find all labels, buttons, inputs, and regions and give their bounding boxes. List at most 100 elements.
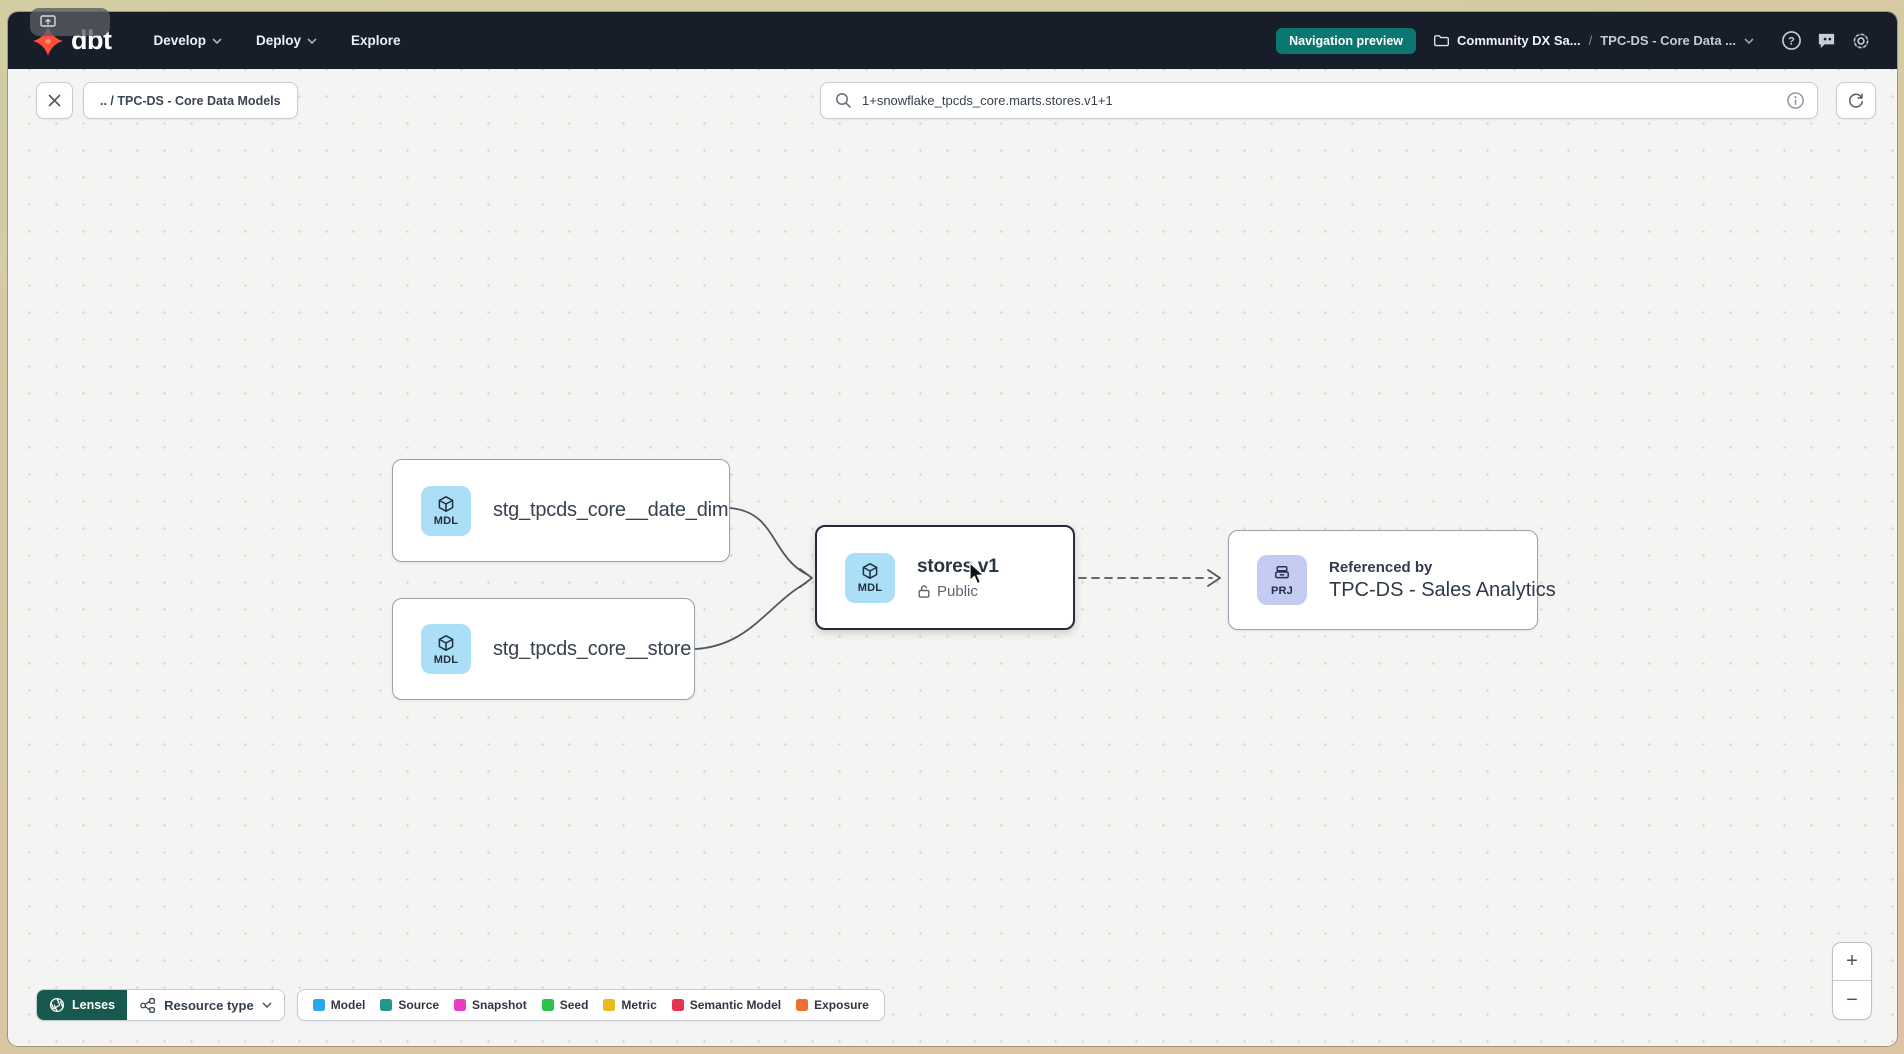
top-navbar: dbt Develop Deploy Explore Navigation pr… — [8, 12, 1897, 69]
resource-chip-label: PRJ — [1271, 584, 1293, 597]
legend-label: Metric — [621, 998, 657, 1012]
chevron-down-icon — [212, 37, 222, 44]
node-text-block: stores.v1 Public — [917, 556, 999, 600]
resource-chip-label: MDL — [433, 515, 459, 527]
legend-swatch — [671, 999, 684, 1011]
lineage-selector-box — [820, 82, 1818, 119]
resource-type-button[interactable]: Resource type — [127, 990, 284, 1020]
archive-icon — [1275, 565, 1289, 578]
refresh-icon — [1849, 92, 1864, 108]
legend-pill: Model Source Snapshot Seed Metric Semantic Mo… — [296, 989, 885, 1021]
node-label: TPC-DS - Sales Analytics — [1329, 578, 1556, 601]
edge-store-to-stores — [694, 582, 807, 650]
resource-graph-icon — [140, 997, 156, 1013]
close-icon — [48, 94, 61, 107]
project-resource-chip: PRJ — [1257, 555, 1307, 605]
selector-input[interactable] — [862, 93, 1776, 108]
node-label: stg_tpcds_core__store — [493, 637, 692, 660]
legend-swatch — [541, 999, 554, 1011]
legend-swatch — [454, 999, 467, 1011]
legend-item: Metric — [603, 998, 657, 1012]
node-tpcds-sales-analytics[interactable]: PRJ Referenced by TPC-DS - Sales Analyti… — [1228, 530, 1556, 630]
model-resource-chip: MDL — [421, 624, 471, 674]
model-resource-chip: MDL — [845, 552, 895, 603]
legend-item: Source — [380, 998, 439, 1012]
menu-explore[interactable]: Explore — [351, 33, 401, 48]
cube-icon — [438, 634, 454, 651]
node-label: stg_tpcds_core__date_dim — [493, 499, 729, 521]
cube-icon — [862, 563, 878, 579]
lenses-label: Lenses — [72, 998, 116, 1012]
menu-deploy[interactable]: Deploy — [256, 33, 317, 48]
lens-aperture-icon — [49, 997, 65, 1013]
dbt-cloud-window: dbt Develop Deploy Explore Navigation pr… — [8, 12, 1897, 1046]
zoom-in-button[interactable]: + — [1833, 943, 1871, 981]
lineage-toolbar: .. / TPC-DS - Core Data Models — [8, 82, 1897, 119]
legend-label: Model — [330, 998, 366, 1012]
lenses-button[interactable]: Lenses — [37, 990, 128, 1020]
node-access: Public — [917, 583, 999, 600]
refresh-lineage-button[interactable] — [1836, 82, 1876, 119]
legend-label: Snapshot — [472, 998, 527, 1012]
zoom-controls: + − — [1832, 942, 1872, 1020]
edge-arrowhead — [1207, 569, 1221, 587]
navigation-preview-badge[interactable]: Navigation preview — [1276, 27, 1417, 54]
legend-label: Seed — [559, 998, 589, 1012]
legend-label: Semantic Model — [689, 998, 782, 1012]
breadcrumb-page[interactable]: TPC-DS - Core Data ... — [1600, 33, 1736, 48]
edge-arrowhead — [799, 568, 813, 588]
search-icon — [836, 93, 851, 108]
lineage-canvas[interactable]: MDL stg_tpcds_core__date_dim MDL stg_tpc… — [8, 69, 1897, 1046]
resource-chip-label: MDL — [857, 582, 883, 594]
model-resource-chip: MDL — [421, 485, 471, 536]
help-icon[interactable]: ? — [1779, 29, 1803, 53]
screen-share-indicator — [30, 8, 110, 36]
legend-label: Exposure — [814, 998, 869, 1012]
menu-develop[interactable]: Develop — [153, 33, 222, 48]
legend-swatch — [380, 999, 393, 1011]
node-stg-tpcds-core-date-dim[interactable]: MDL stg_tpcds_core__date_dim — [392, 459, 730, 562]
legend-item: Exposure — [796, 998, 869, 1012]
zoom-out-button[interactable]: − — [1833, 981, 1871, 1019]
svg-text:?: ? — [1788, 36, 1795, 48]
navbar-icons: ? — [1779, 29, 1873, 53]
legend-swatch — [603, 999, 616, 1011]
legend-item: Seed — [541, 998, 589, 1012]
node-label: stores.v1 — [917, 555, 999, 577]
legend-swatch — [312, 999, 325, 1011]
lens-control-group: Lenses Resource type — [36, 989, 285, 1021]
navbar-right: Navigation preview Community DX Sa... / … — [1276, 27, 1873, 54]
legend-item: Semantic Model — [671, 998, 782, 1012]
legend-item: Model — [312, 998, 366, 1012]
screen-share-icon — [40, 15, 56, 27]
legend-label: Source — [398, 998, 440, 1012]
feedback-icon[interactable] — [1814, 29, 1838, 53]
info-icon[interactable] — [1786, 91, 1805, 110]
menu-develop-label: Develop — [153, 33, 207, 48]
chevron-down-icon[interactable] — [1744, 37, 1754, 44]
lineage-footer-controls: Lenses Resource type Model Source Snapshot… — [36, 989, 885, 1021]
lineage-path-chip[interactable]: .. / TPC-DS - Core Data Models — [83, 82, 298, 119]
folder-icon — [1434, 35, 1450, 47]
node-kicker: Referenced by — [1329, 558, 1433, 576]
breadcrumb-project[interactable]: Community DX Sa... — [1433, 33, 1581, 48]
dbt-logo-icon — [33, 25, 63, 56]
node-stores-v1[interactable]: MDL stores.v1 Public — [815, 525, 1075, 630]
menu-explore-label: Explore — [351, 33, 401, 48]
cube-icon — [438, 496, 454, 512]
settings-gear-icon[interactable] — [1849, 29, 1873, 53]
breadcrumb: Community DX Sa... / TPC-DS - Core Data … — [1433, 33, 1754, 48]
legend-item: Snapshot — [454, 998, 527, 1012]
menu-deploy-label: Deploy — [256, 33, 302, 48]
legend-swatch — [796, 999, 809, 1011]
main-menu: Develop Deploy Explore — [153, 33, 400, 48]
resource-chip-label: MDL — [433, 653, 459, 666]
close-lineage-button[interactable] — [36, 82, 73, 119]
edge-date-dim-to-stores — [729, 507, 807, 575]
node-access-label: Public — [937, 582, 978, 600]
chevron-down-icon — [262, 1002, 272, 1008]
unlock-icon — [918, 584, 930, 598]
node-stg-tpcds-core-store[interactable]: MDL stg_tpcds_core__store — [392, 598, 695, 700]
resource-type-label: Resource type — [164, 997, 254, 1013]
breadcrumb-project-label: Community DX Sa... — [1457, 33, 1581, 48]
